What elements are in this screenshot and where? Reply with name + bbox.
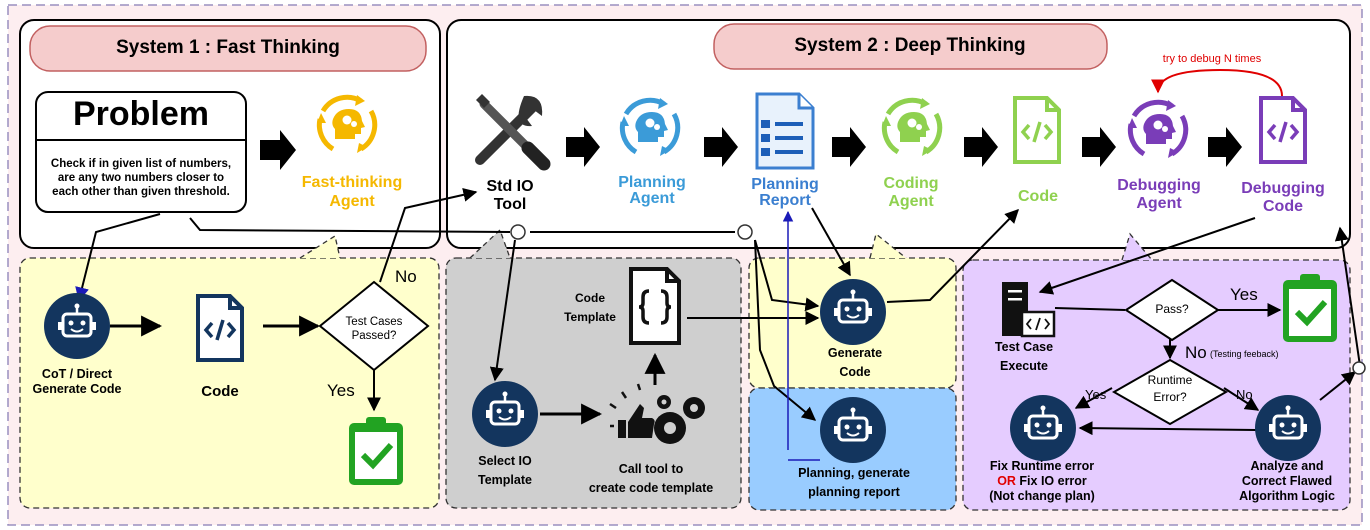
system1-header-pill (29, 25, 427, 72)
pass-label: Pass? (1155, 302, 1189, 316)
system1-title: System 1 : Fast Thinking (116, 37, 340, 58)
std-io-tool-label: Std IO Tool (486, 178, 534, 213)
debug-loop-arrow (1151, 68, 1283, 97)
flow-arrows-top (260, 127, 1242, 170)
debugging-code-file-icon (1259, 96, 1307, 164)
problem-box (35, 91, 247, 213)
wrench-screwdriver-icon (475, 94, 551, 171)
system2-box (446, 19, 1351, 249)
runtime-no-label: No (1236, 387, 1253, 402)
decision-runtime (1111, 358, 1229, 426)
robot-icon-analyze (1253, 393, 1323, 463)
runtime-error-label: Runtime Error? (1147, 373, 1193, 404)
robot-icon-cot (42, 291, 112, 361)
code-file-icon (1013, 96, 1061, 164)
junction-3 (1352, 361, 1366, 375)
debugging-agent-label: Debugging Agent (1117, 177, 1201, 212)
system2-title: System 2 : Deep Thinking (794, 35, 1026, 56)
fast-thinking-agent-label: Fast-thinking Agent (301, 174, 403, 210)
problem-title: Problem (72, 95, 210, 133)
fast-panel-notch (299, 234, 341, 259)
junction-1 (510, 224, 526, 240)
planning-agent-label: Planning Agent (618, 174, 686, 207)
debugging-code-label: Debugging Code (1241, 180, 1325, 215)
runtime-yes-label: Yes (1085, 387, 1107, 402)
clipboard-check-icon-fast (349, 417, 403, 485)
test-case-execute-label: Test Case Execute (994, 340, 1054, 373)
robot-icon-fix (1008, 393, 1078, 463)
test-cases-label: Test Cases Passed? (345, 316, 403, 342)
coding-agent-label: Coding Agent (883, 175, 939, 210)
select-io-label: Select IO Template (478, 454, 532, 487)
cot-direct-label: CoT / Direct Generate Code (32, 367, 122, 396)
decision-test-cases (318, 280, 430, 372)
code-template-label: Code Template (564, 291, 616, 324)
fix-error-label: Fix Runtime error OR Fix IO error (Not c… (989, 459, 1095, 503)
connector-lines (75, 187, 1361, 436)
planning-report-label: Planning Report (751, 176, 819, 209)
decision-pass (1124, 278, 1220, 342)
analyze-correct-label: Analyze and Correct Flawed Algorithm Log… (1239, 459, 1335, 503)
code-label-top: Code (1018, 188, 1058, 205)
robot-icon-planning (818, 395, 888, 465)
no-label-fast: No (395, 267, 417, 286)
robot-icon-generate (818, 277, 888, 347)
generate-code-label: Generate Code (827, 346, 883, 379)
generate-panel-notch (869, 232, 907, 259)
code-file-icon-fast (196, 294, 244, 362)
robot-icon-select (470, 379, 540, 449)
system2-header-pill (713, 23, 1108, 70)
planning-generate-label: Planning, generate planning report (798, 466, 910, 499)
problem-text: Check if in given list of numbers, are a… (50, 158, 232, 198)
server-icon (1002, 282, 1056, 338)
pass-yes-label: Yes (1230, 285, 1258, 304)
debug-loop-label: try to debug N times (1162, 53, 1262, 65)
curly-braces-file-icon (629, 267, 681, 345)
planning-report-icon (755, 92, 815, 170)
tool-panel-notch (469, 228, 511, 259)
call-tool-label: Call tool to create code template (588, 462, 714, 495)
pass-no-label: No (1185, 343, 1207, 362)
thumbsup-gears-icon (609, 383, 705, 444)
testing-feedback-note: (Testing feeback) (1210, 349, 1279, 359)
debug-panel-notch (1121, 232, 1153, 261)
junction-2 (737, 224, 753, 240)
or-highlight: OR (997, 474, 1016, 488)
clipboard-check-icon-debug (1283, 274, 1337, 342)
code-label-fast: Code (201, 383, 239, 400)
yes-label-fast: Yes (327, 381, 355, 400)
